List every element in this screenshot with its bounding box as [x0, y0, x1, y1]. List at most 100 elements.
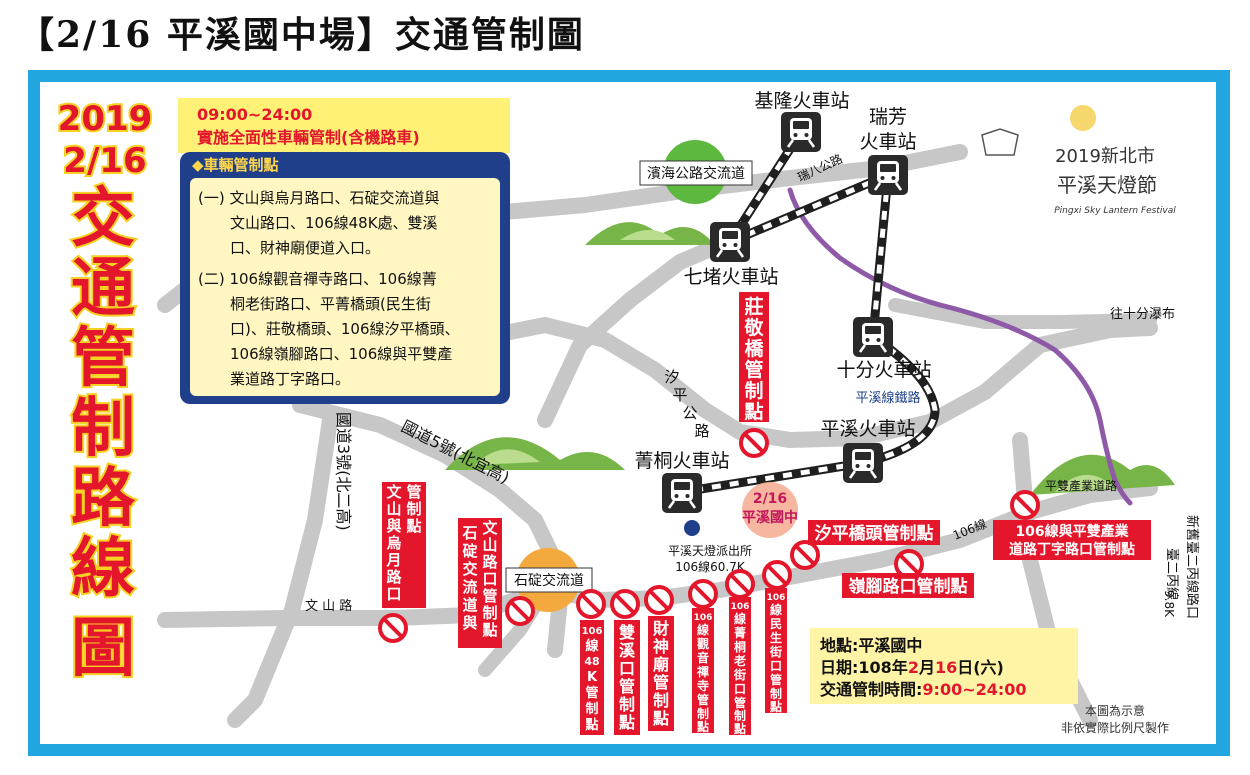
- venue-name: 平溪國中: [742, 509, 798, 526]
- checkpoint-48k[interactable]: 106 線 48 K 管 制 點: [580, 620, 604, 735]
- svg-text:管: 管: [653, 673, 669, 692]
- no-entry-icon[interactable]: [725, 569, 755, 599]
- page-title: 【2/16 平溪國中場】交通管制圖: [18, 14, 585, 56]
- svg-text:公: 公: [682, 404, 697, 422]
- checkpoint-minsheng[interactable]: 106 線 民 生 街 口 管 制 點: [765, 588, 787, 714]
- svg-text:點: 點: [653, 709, 669, 728]
- svg-text:街: 街: [769, 644, 782, 659]
- svg-text:烏: 烏: [386, 534, 401, 552]
- svg-text:寺: 寺: [697, 678, 709, 693]
- checkpoint-lingjiao[interactable]: 嶺腳路口管制點: [842, 573, 974, 598]
- svg-text:106: 106: [767, 593, 786, 603]
- svg-text:路: 路: [694, 422, 709, 440]
- svg-text:線: 線: [770, 602, 782, 617]
- control-box-header: ◆車輛管制點: [192, 156, 279, 174]
- no-entry-icon[interactable]: [505, 596, 535, 626]
- svg-text:管: 管: [734, 695, 746, 710]
- info-box: 地點:平溪國中 日期:108年2月16日(六) 交通管制時間:9:00~24:0…: [810, 628, 1078, 704]
- svg-text:制: 制: [406, 500, 421, 518]
- svg-text:線: 線: [734, 611, 746, 626]
- checkpoint-zhuangjing[interactable]: 莊 敬 橋 管 制 點: [739, 292, 769, 423]
- side-title-char: 制: [71, 392, 135, 466]
- no-entry-icon[interactable]: [644, 585, 674, 615]
- info-time: 交通管制時間:9:00~24:00: [820, 680, 1027, 699]
- svg-text:生: 生: [770, 630, 782, 645]
- side-title-char: 交: [71, 182, 135, 256]
- svg-text:橋: 橋: [744, 337, 764, 360]
- control-box: 09:00~24:00 實施全面性車輛管制(含機路車) ◆車輛管制點 (一) 文…: [178, 98, 510, 404]
- pingxi-station-icon[interactable]: [843, 443, 883, 483]
- svg-text:制: 制: [697, 706, 709, 721]
- checkpoint-xiping-bridge[interactable]: 汐平橋頭管制點: [808, 520, 940, 545]
- svg-text:點: 點: [734, 721, 746, 736]
- ruifang-station-label-1: 瑞芳: [869, 106, 907, 128]
- svg-text:48: 48: [584, 655, 599, 668]
- checkpoint-shiding[interactable]: 石 碇 交 流 道 與 文 山 路 口 管 制 點: [458, 518, 502, 648]
- shifen-falls-road: [888, 298, 1157, 329]
- svg-text:流: 流: [462, 578, 477, 596]
- svg-text:制: 制: [770, 686, 782, 701]
- no-entry-icon[interactable]: [762, 560, 792, 590]
- disclaimer-line-1: 本圖為示意: [1085, 703, 1145, 718]
- control-line: (一) 文山與烏月路口、石碇交流道與: [198, 189, 439, 207]
- police-badge-icon: [684, 520, 700, 536]
- venue-marker[interactable]: [742, 482, 798, 538]
- ruifang-station-label-2: 火車站: [859, 131, 916, 153]
- checkpoint-pingshuang[interactable]: 106線與平雙產業 道路丁字路口管制點: [993, 520, 1151, 560]
- shiding-ic-label: 石碇交流道: [514, 572, 584, 589]
- no-entry-icon[interactable]: [739, 428, 769, 458]
- shifen-falls-label: 往十分瀑布: [1110, 307, 1175, 322]
- binhai-label: 濱海公路交流道: [647, 165, 745, 182]
- side-title-year: 2019: [58, 99, 153, 139]
- police-station-line-2: 106線60.7K: [675, 559, 746, 574]
- svg-text:廟: 廟: [653, 655, 669, 674]
- svg-text:禪: 禪: [696, 664, 709, 679]
- svg-text:106: 106: [694, 613, 713, 623]
- jingtong-station-label: 菁桐火車站: [634, 450, 729, 472]
- control-scope: 實施全面性車輛管制(含機路車): [197, 128, 420, 147]
- qidu-station-label: 七堵火車站: [683, 266, 778, 288]
- side-title: 2019 2/16 交 通 管 制 路 線 圖: [56, 97, 155, 688]
- svg-text:平: 平: [672, 386, 687, 404]
- info-date: 日期:108年2月16日(六): [820, 658, 1004, 677]
- svg-text:管: 管: [585, 685, 598, 701]
- checkpoint-jingtong-old-street[interactable]: 106 線 菁 桐 老 街 口 管 制 點: [729, 597, 751, 736]
- control-line: 口)、莊敬橋頭、106線汐平橋頭、: [230, 320, 459, 338]
- keelung-station-icon[interactable]: [781, 112, 821, 152]
- side-title-char: 管: [71, 322, 135, 396]
- svg-text:制: 制: [734, 708, 746, 723]
- svg-text:線: 線: [585, 638, 599, 654]
- svg-text:山: 山: [482, 536, 497, 554]
- svg-text:民: 民: [770, 617, 782, 631]
- qidu-station-icon[interactable]: [710, 222, 750, 262]
- svg-text:管: 管: [406, 483, 421, 501]
- no-entry-icon[interactable]: [610, 589, 640, 619]
- svg-text:106: 106: [731, 602, 750, 612]
- shifen-station-icon[interactable]: [853, 317, 893, 357]
- checkpoint-guanyin[interactable]: 106 線 觀 音 禪 寺 管 制 點: [692, 608, 714, 734]
- road-to-qidu: [537, 237, 728, 428]
- checkpoint-caishen[interactable]: 財 神 廟 管 制 點: [648, 616, 674, 731]
- svg-text:制: 制: [653, 691, 669, 710]
- taier-new-label: 新舊臺二丙線路口: [1184, 515, 1200, 619]
- pingxi-station-label: 平溪火車站: [820, 418, 915, 440]
- jingtong-station-icon[interactable]: [662, 473, 702, 513]
- checkpoint-shuangxi[interactable]: 雙 溪 口 管 制 點: [614, 620, 640, 735]
- svg-text:月: 月: [385, 551, 401, 569]
- taier-label-1: 臺二丙線: [1164, 548, 1180, 600]
- no-entry-icon[interactable]: [378, 613, 408, 643]
- svg-text:口: 口: [482, 570, 497, 588]
- festival-line-1: 2019新北市: [1055, 146, 1155, 167]
- info-location: 地點:平溪國中: [820, 636, 922, 655]
- no-entry-icon[interactable]: [1010, 490, 1040, 520]
- no-entry-icon[interactable]: [576, 589, 606, 619]
- svg-text:管: 管: [770, 672, 782, 687]
- shiding-label-box: [505, 567, 593, 593]
- svg-text:線: 線: [697, 622, 709, 637]
- checkpoint-wenshan-wuyue[interactable]: 文 山 與 烏 月 路 口 管 制 點: [382, 482, 426, 608]
- svg-text:口: 口: [386, 585, 401, 603]
- no-entry-icon[interactable]: [688, 579, 718, 609]
- no-entry-icon[interactable]: [790, 540, 820, 570]
- ruifang-station-icon[interactable]: [868, 155, 908, 195]
- svg-text:制: 制: [619, 695, 635, 714]
